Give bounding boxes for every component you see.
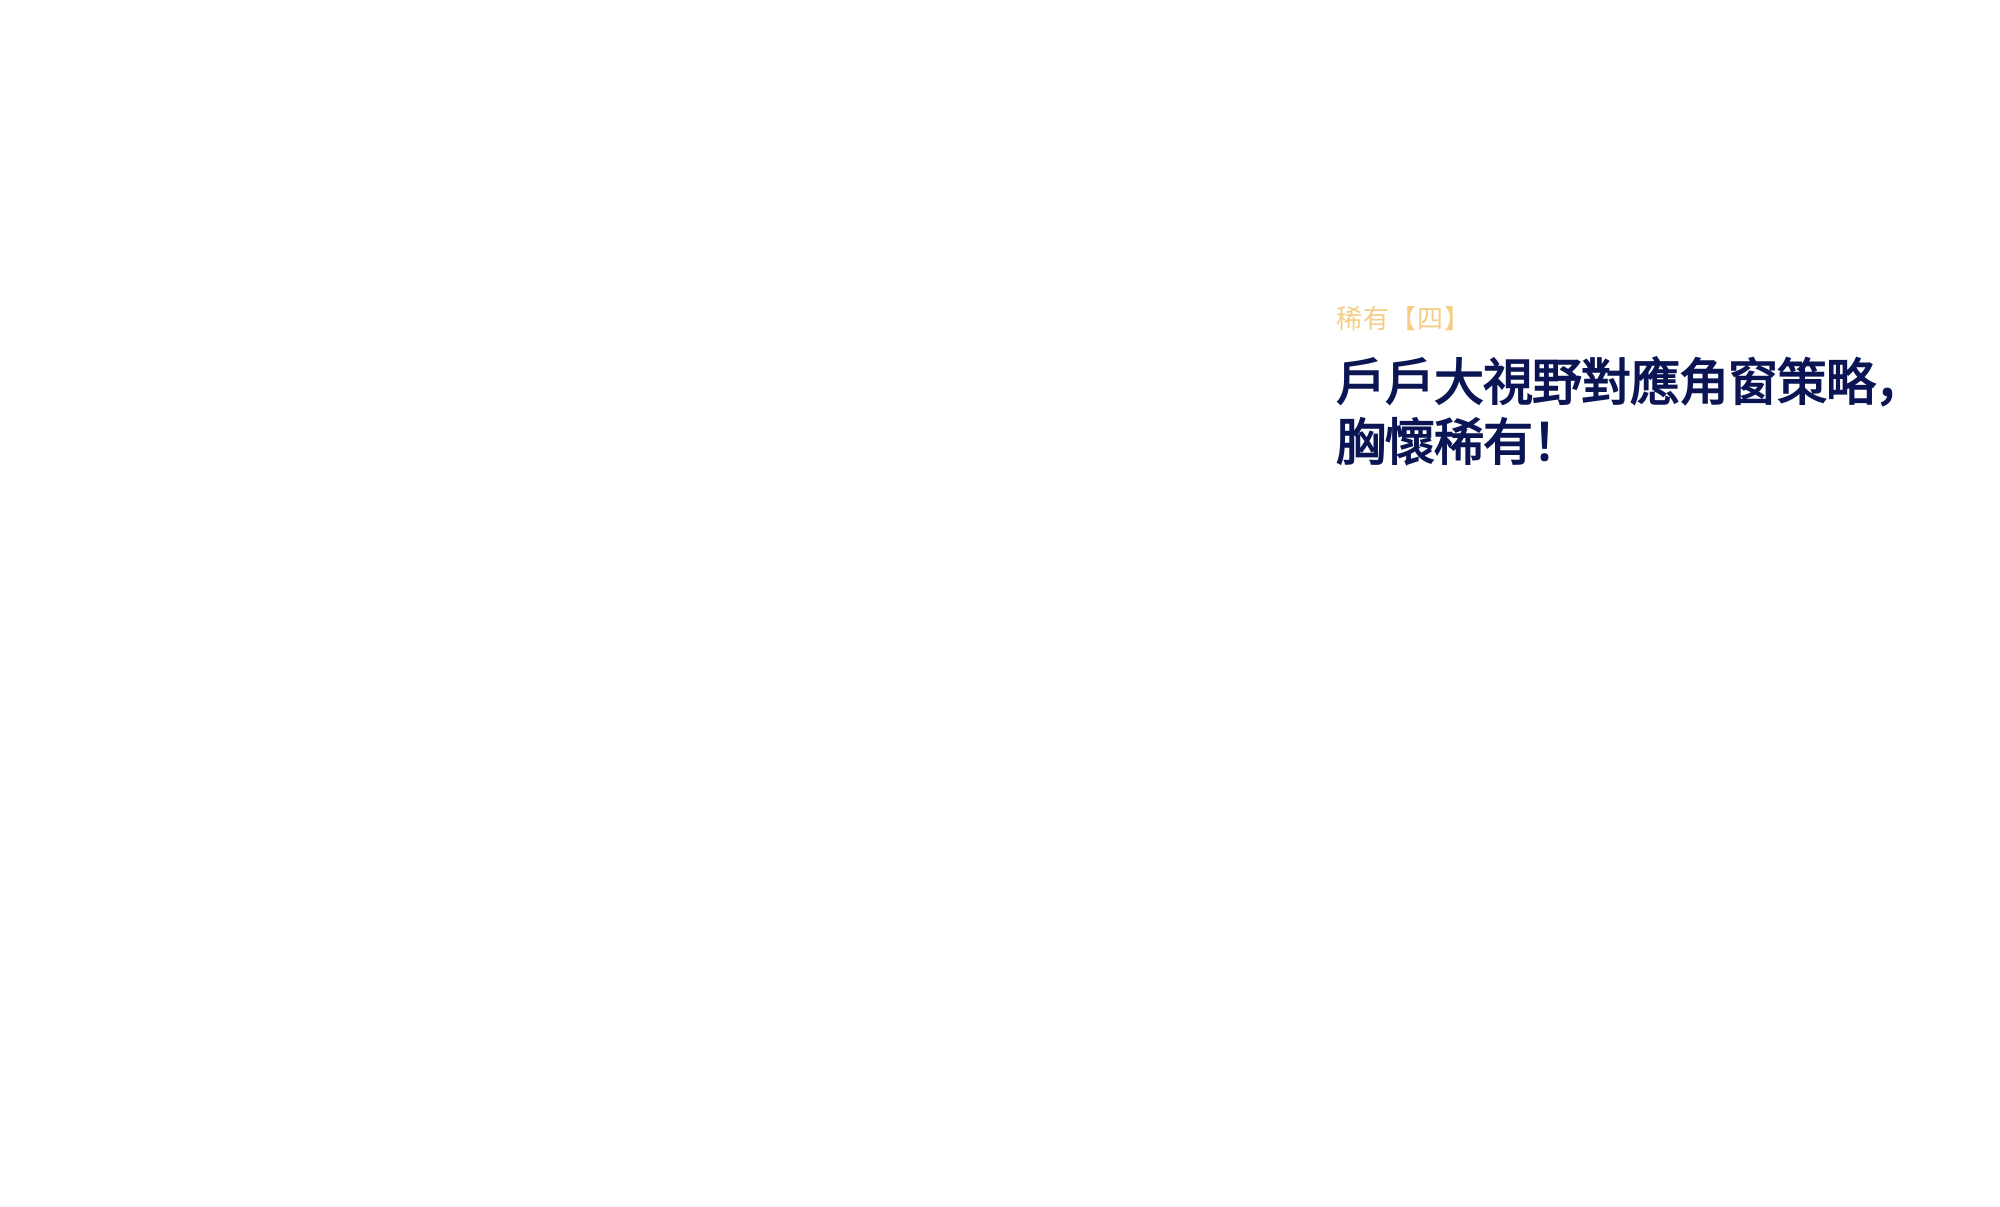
section-eyebrow: 稀有【四】 xyxy=(1336,305,1472,335)
headline-line-2: 胸懷稀有！ xyxy=(1336,412,1582,472)
hero-image-area xyxy=(0,0,1280,1207)
content-block: 稀有【四】 戶戶大視野對應角窗策略， 胸懷稀有！ xyxy=(1336,306,1956,473)
headline-line-1: 戶戶大視野對應角窗策略， xyxy=(1336,352,1925,412)
section-headline: 戶戶大視野對應角窗策略， 胸懷稀有！ xyxy=(1336,353,1956,473)
